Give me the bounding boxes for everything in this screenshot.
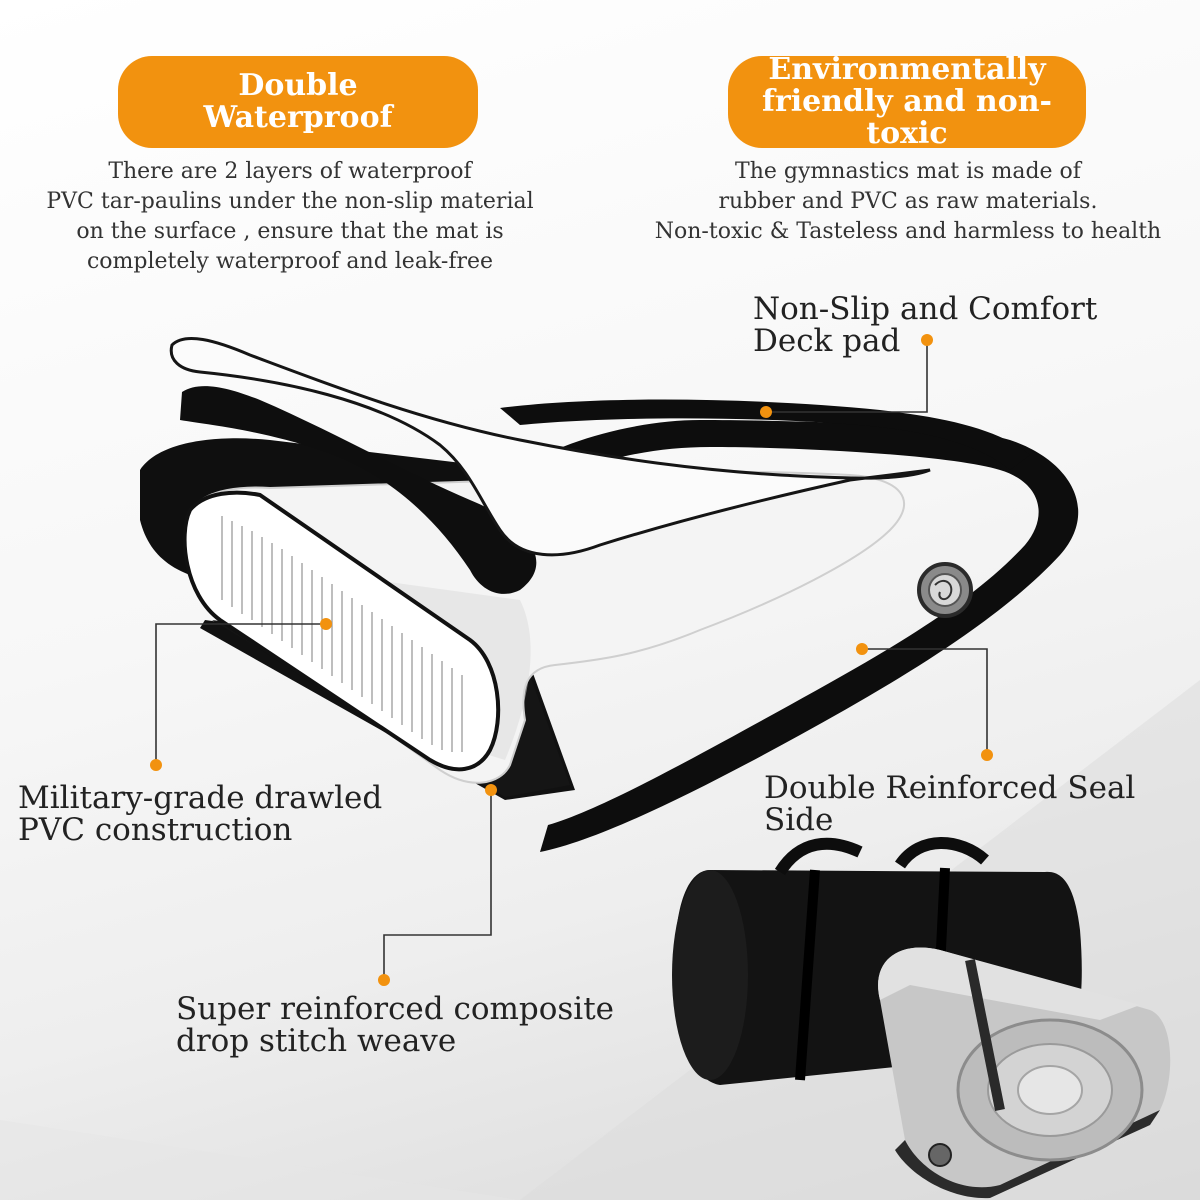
rolled-mat-illustration <box>878 947 1171 1199</box>
marker-seal-valve <box>856 643 868 655</box>
marker-drop-stitch <box>320 618 332 630</box>
waterproof-title: Double Waterproof <box>203 68 393 135</box>
middle-black-layer <box>180 386 537 594</box>
marker-composite-label <box>378 974 390 986</box>
marker-deck-pad <box>760 406 772 418</box>
seal-side-callout: Double Reinforced Seal Side <box>764 770 1136 838</box>
drop-stitch-callout: Super reinforced composite drop stitch w… <box>176 991 615 1059</box>
marker-base-layer <box>485 784 497 796</box>
waterproof-badge: Double Waterproof <box>118 56 478 148</box>
waterproof-description: There are 2 layers of waterproof PVC tar… <box>46 159 534 274</box>
deck-rim <box>500 399 1030 470</box>
eco-description: The gymnastics mat is made of rubber and… <box>654 159 1162 244</box>
deck-pad-callout: Non-Slip and Comfort Deck pad <box>753 291 1098 359</box>
air-valve-icon <box>917 562 973 618</box>
deck-pad-top <box>169 337 931 557</box>
eco-badge: Environmentally friendly and non-toxic <box>728 52 1086 151</box>
eco-title: Environmentally friendly and non-toxic <box>761 52 1052 151</box>
callout-leader-lines <box>155 340 988 980</box>
orange-dot-markers <box>150 334 993 986</box>
marker-seal-label <box>981 749 993 761</box>
marker-military-label <box>150 759 162 771</box>
marker-deck-pad-label <box>921 334 933 346</box>
military-grade-callout: Military-grade drawled PVC construction <box>18 780 383 848</box>
